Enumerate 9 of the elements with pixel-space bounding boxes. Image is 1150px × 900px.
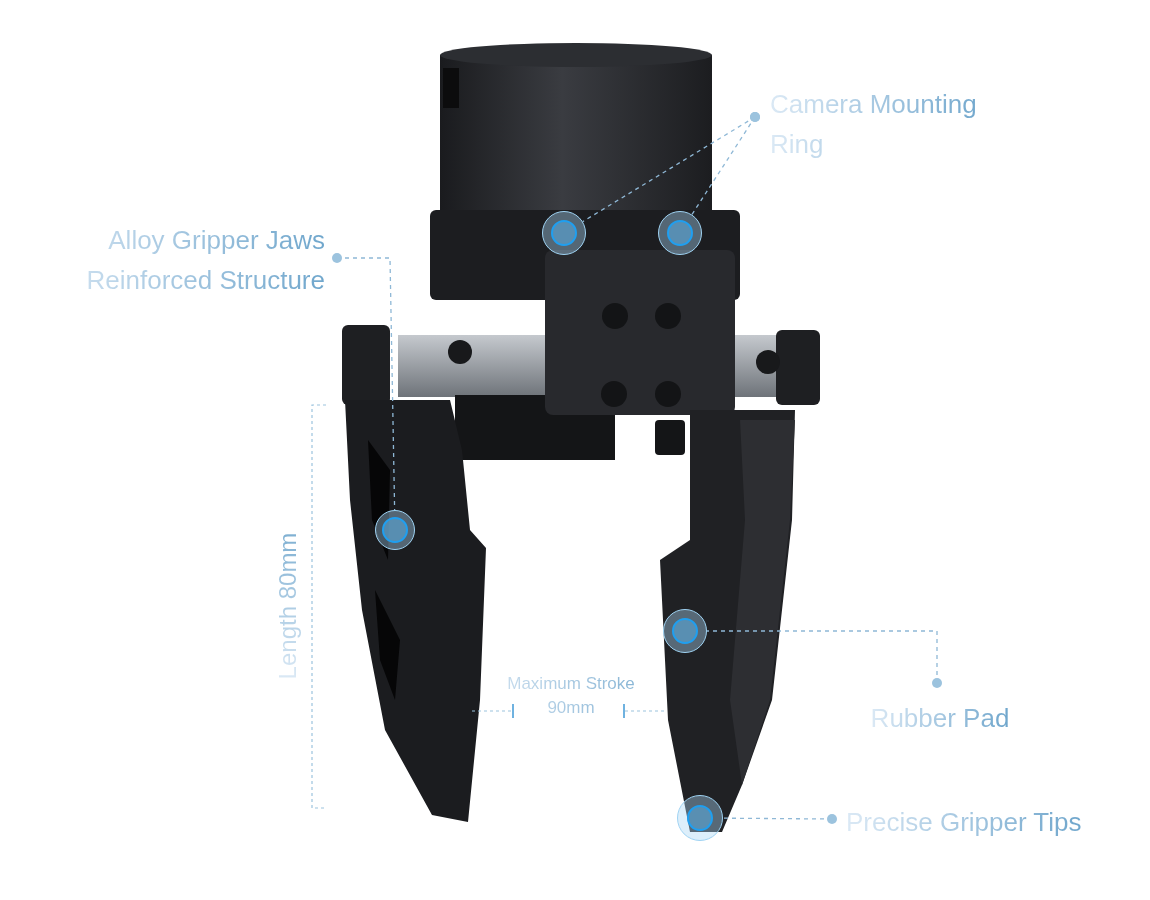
leader-line bbox=[691, 112, 760, 216]
hotspot-marker bbox=[677, 795, 723, 841]
hotspot-marker bbox=[375, 510, 415, 550]
leader-line bbox=[332, 253, 396, 511]
hotspot-marker bbox=[663, 609, 707, 653]
leader-line bbox=[706, 630, 942, 688]
leader-line bbox=[722, 814, 837, 824]
hotspot-marker bbox=[542, 211, 586, 255]
hotspot-marker bbox=[658, 211, 702, 255]
